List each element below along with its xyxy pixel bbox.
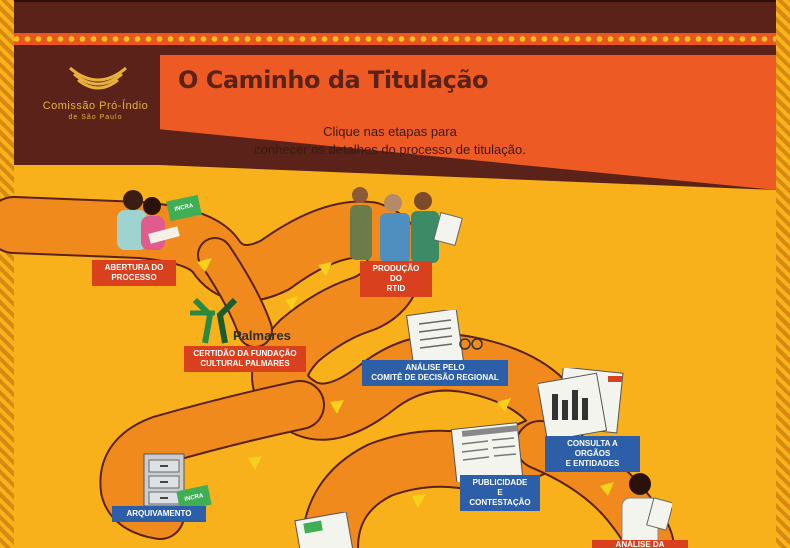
right-decorative-edge (776, 0, 790, 548)
stage-analise-line1: ANÁLISE PELO (405, 363, 465, 372)
page-title: O Caminho da Titulação (178, 66, 489, 94)
logo-icon (69, 66, 127, 90)
stage-analise-line2: COMITÊ DE DECISÃO REGIONAL (371, 373, 499, 382)
instruction-text: Clique nas etapas para conhecer os detal… (240, 123, 540, 159)
stage-analise-button[interactable]: ANÁLISE PELO COMITÊ DE DECISÃO REGIONAL (362, 360, 508, 386)
stage-publicidade-line2: E CONTESTAÇÃO (469, 488, 531, 507)
stage-producao-line1: PRODUÇÃO DO (372, 264, 420, 283)
stage-publicidade-line1: PUBLICIDADE (472, 478, 528, 487)
stage-certidao-button[interactable]: CERTIDÃO DA FUNDAÇÃO CULTURAL PALMARES (184, 346, 306, 372)
stage-producao-button[interactable]: PRODUÇÃO DO RTID (360, 261, 432, 297)
stage-arquivamento-line1: ARQUIVAMENTO (126, 509, 192, 518)
stage-abertura-button[interactable]: ABERTURA DO PROCESSO (92, 260, 176, 286)
stage-arquivamento-button[interactable]: ARQUIVAMENTO (112, 506, 206, 522)
people-rtid-icon (350, 187, 463, 263)
decorative-dot-border (0, 33, 790, 45)
documents-consulta-icon (538, 368, 624, 438)
left-decorative-edge (0, 0, 14, 548)
stage-abertura-line2: PROCESSO (111, 273, 157, 282)
stage-consulta-button[interactable]: CONSULTA A ORGÃOS E ENTIDADES (545, 436, 640, 472)
stage-certidao-line1: CERTIDÃO DA FUNDAÇÃO (193, 349, 297, 358)
stage-certidao-line2: CULTURAL PALMARES (200, 359, 290, 368)
stage-publicidade-button[interactable]: PUBLICIDADE E CONTESTAÇÃO (460, 475, 540, 511)
instruction-line-2: conhecer os detalhes do processo de titu… (254, 142, 526, 157)
stage-abertura-line1: ABERTURA DO (104, 263, 164, 272)
documents-bottom-icon (294, 512, 354, 548)
logo-subtitle: de São Paulo (68, 114, 123, 121)
stage-analise-situacao-button[interactable]: ANÁLISE DA SITUAÇÃO (592, 540, 688, 548)
stage-consulta-line1: CONSULTA A ORGÃOS (567, 439, 618, 458)
person-analise-situacao-icon (621, 473, 672, 548)
stage-analise-situacao-line1: ANÁLISE DA SITUAÇÃO (615, 540, 665, 548)
people-abertura-icon (117, 190, 180, 250)
top-bar (0, 0, 790, 36)
instruction-line-1: Clique nas etapas para (323, 124, 457, 139)
documents-analise-icon (406, 310, 483, 366)
newspaper-publicidade-icon (450, 422, 524, 482)
logo-name: Comissão Pró-Índio (42, 100, 149, 112)
palmares-logo-icon (190, 297, 238, 344)
top-line (0, 0, 790, 2)
palmares-label: Palmares (233, 328, 291, 343)
file-cabinet-icon (143, 453, 185, 507)
stage-consulta-line2: E ENTIDADES (565, 459, 620, 468)
stage-producao-line2: RTID (386, 284, 406, 293)
